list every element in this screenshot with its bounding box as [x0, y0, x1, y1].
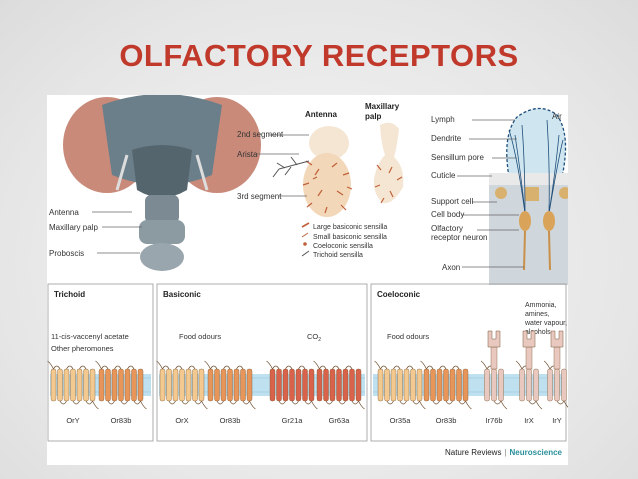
trichoid-title: Trichoid [54, 290, 85, 299]
receptor-label-gr21a: Gr21a [282, 416, 304, 425]
receptor-proteins [47, 360, 571, 410]
fly-head-illustration: Antenna Maxillary palp Proboscis [49, 94, 261, 271]
antenna-title: Antenna [305, 110, 338, 119]
receptor-panels: Trichoid Basiconic Coeloconic 11-cis-vac… [47, 283, 571, 442]
basiconic-panel-frame [156, 283, 368, 442]
maxillary-palp-shape [373, 122, 404, 204]
antenna-sensilla [302, 160, 353, 214]
olfaction-diagram: Antenna Maxillary palp Proboscis Antenna… [47, 94, 571, 442]
label-axon: Axon [442, 263, 460, 272]
receptor-ir76b [480, 360, 508, 410]
receptor-or83b-basiconic [204, 360, 256, 410]
receptor-gr63a [313, 360, 365, 410]
receptor-label-ir76b: Ir76b [485, 416, 502, 425]
coeloconic-ligand-2: amines, [525, 311, 550, 318]
basiconic-ligand-food: Food odours [179, 332, 221, 341]
epidermis-layer [489, 185, 568, 285]
arista [272, 156, 310, 178]
receptor-label-or35a: Or35a [390, 416, 412, 425]
label-antenna: Antenna [49, 208, 79, 217]
coeloconic-panel-frame [370, 283, 567, 442]
label-2nd-segment: 2nd segment [237, 130, 284, 139]
sensillum-hair [506, 107, 567, 178]
legend-coeloconic: Coeloconic sensilla [313, 243, 373, 250]
label-arista: Arista [237, 150, 258, 159]
receptor-gr21a [266, 360, 318, 410]
receptor-orx [156, 360, 208, 410]
receptor-ory [47, 360, 99, 410]
receptor-label-or83b-coeloconic: Or83b [436, 416, 457, 425]
antenna-palp-illustration: Antenna Maxillary palp 2nd segment Arist [237, 102, 404, 259]
slide-title: OLFACTORY RECEPTORS [119, 38, 519, 73]
sensillum-illustration: Air Lymph Dendrite Sensillum pore Cuticl… [431, 107, 571, 285]
label-3rd-segment: 3rd segment [237, 192, 282, 201]
legend-trichoid: Trichoid sensilla [313, 252, 363, 259]
credit-journal: Nature Reviews [444, 448, 502, 457]
coeloconic-ligand-4: alcohols [525, 329, 551, 336]
label-lymph: Lymph [431, 115, 455, 124]
basiconic-title: Basiconic [163, 290, 201, 299]
proboscis-mid [139, 220, 185, 244]
label-sensillum-pore: Sensillum pore [431, 153, 484, 162]
neuron-cell-body-right [543, 211, 555, 231]
proboscis-tip [140, 243, 184, 271]
iry-stalk [550, 330, 564, 370]
receptor-label-orx: OrX [175, 416, 188, 425]
receptor-label-iry: IrY [552, 416, 562, 425]
label-olfactory: Olfactory [431, 224, 463, 233]
label-support-cell: Support cell [431, 197, 473, 206]
receptor-iry [543, 360, 571, 410]
basiconic-ligand-co2: CO2 [307, 332, 321, 343]
receptor-label-or83b-trichoid: Or83b [111, 416, 132, 425]
cuticle-layer [489, 173, 568, 185]
legend-large-basiconic: Large basiconic sensilla [313, 224, 387, 231]
receptor-irx [515, 360, 543, 410]
second-segment [309, 126, 349, 160]
receptor-label-irx: IrX [524, 416, 534, 425]
third-segment [303, 153, 351, 217]
label-proboscis: Proboscis [49, 249, 84, 258]
coeloconic-title: Coeloconic [377, 290, 421, 299]
figure-panel: Antenna Maxillary palp Proboscis Antenna… [47, 94, 571, 465]
receptor-label-or83b-basiconic: Or83b [220, 416, 241, 425]
axon-left [523, 230, 526, 271]
palp-title-line2: palp [365, 112, 382, 121]
label-cell-body: Cell body [431, 210, 464, 219]
irx-stalk [522, 330, 536, 370]
coeloconic-ligand-3: water vapour, [524, 320, 567, 327]
face-plate [132, 145, 192, 198]
ir-channel-stalks [487, 330, 564, 370]
left-antenna-shape [115, 154, 129, 191]
axon-right [548, 230, 551, 271]
label-cuticle: Cuticle [431, 171, 456, 180]
support-cell-left [495, 187, 507, 199]
credit-section: Neuroscience [509, 448, 562, 457]
receptor-label-ory: OrY [66, 416, 79, 425]
label-receptor-neuron: receptor neuron [431, 233, 487, 242]
sensilla-legend: Large basiconic sensilla Small basiconic… [301, 222, 387, 259]
figure-credit: Nature Reviews|Neuroscience [445, 448, 562, 457]
receptor-or35a [374, 360, 426, 410]
trichoid-panel-frame [47, 283, 154, 442]
label-dendrite: Dendrite [431, 134, 462, 143]
receptor-label-gr63a: Gr63a [329, 416, 351, 425]
right-antenna-shape [195, 154, 209, 191]
credit-separator: | [504, 448, 507, 457]
ir76b-stalk [487, 330, 501, 370]
neuron-cell-body-left [519, 211, 531, 231]
proboscis-base [145, 195, 179, 223]
label-maxillary-palp: Maxillary palp [49, 223, 98, 232]
dendrites [508, 119, 564, 214]
head-capsule [102, 94, 222, 185]
receptor-or83b-coeloconic [420, 360, 472, 410]
trichoid-ligand-2: Other pheromones [51, 344, 114, 353]
trichoid-ligand-1: 11-cis-vaccenyl acetate [51, 332, 129, 341]
coeloconic-ligand-food: Food odours [387, 332, 429, 341]
legend-small-basiconic: Small basiconic sensilla [313, 234, 387, 241]
receptor-or83b-trichoid [95, 360, 147, 410]
coeloconic-ligand-1: Ammonia, [525, 302, 557, 309]
label-air: Air [552, 112, 562, 121]
palp-title-line1: Maxillary [365, 102, 400, 111]
